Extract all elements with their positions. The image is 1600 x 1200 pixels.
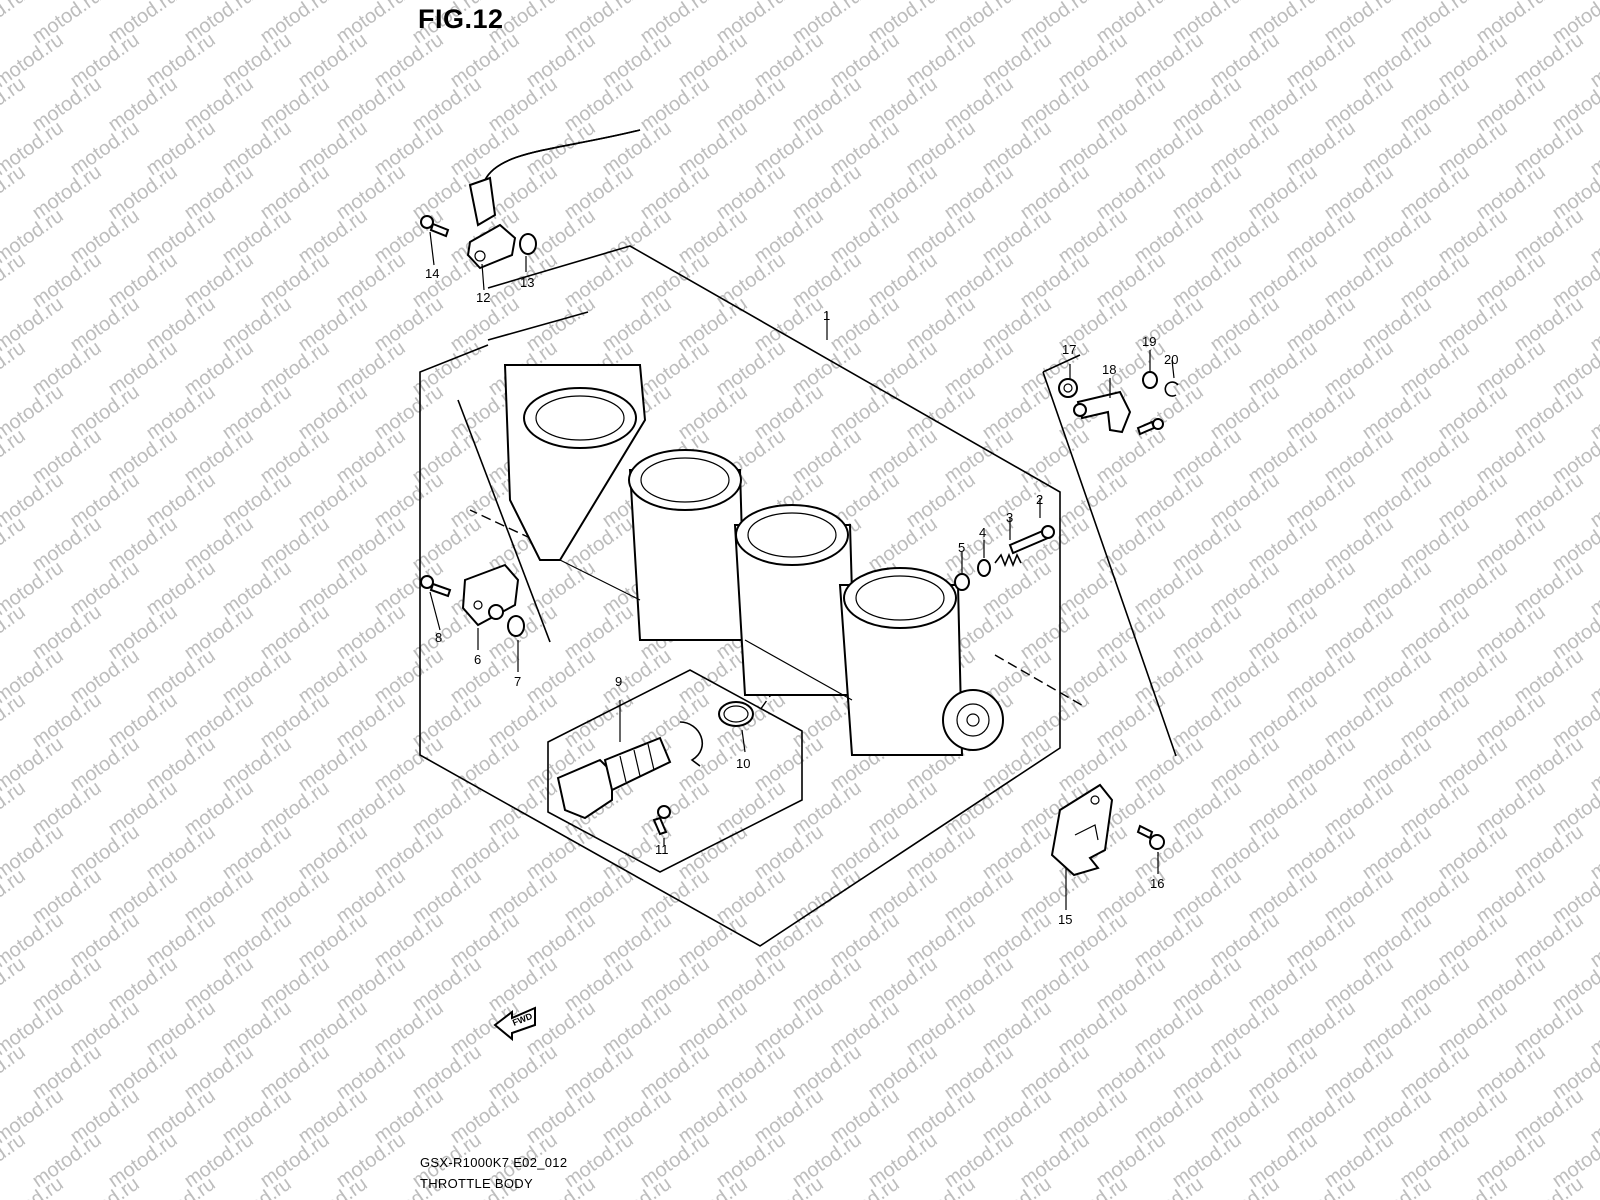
part-number-20: 20 [1164, 352, 1178, 367]
leader-lines [429, 231, 1175, 910]
diagram-section-name: THROTTLE BODY [420, 1176, 533, 1191]
part-number-10: 10 [736, 756, 750, 771]
bolt-icon [1136, 824, 1165, 850]
screw-icon [1008, 525, 1055, 555]
bracket-icon [1050, 783, 1114, 877]
part-number-4: 4 [979, 525, 986, 540]
screw-icon [420, 575, 452, 598]
o-ring-icon [718, 701, 754, 727]
callout-outline-left [457, 399, 551, 643]
part-number-2: 2 [1036, 492, 1043, 507]
part-number-14: 14 [425, 266, 439, 281]
spring-icon [1058, 378, 1078, 398]
o-ring-icon [507, 615, 525, 637]
sensor-box-outline [547, 669, 803, 873]
sensor-icon [466, 129, 641, 270]
part-number-5: 5 [958, 540, 965, 555]
figure-title: FIG.12 [418, 4, 504, 34]
clip-icon [1164, 381, 1179, 397]
axis-line [469, 509, 1086, 711]
callout-outline-right [1042, 354, 1177, 757]
throttle-body-assembly-icon [503, 364, 1004, 756]
screw-icon [420, 215, 450, 238]
part-number-19: 19 [1142, 334, 1156, 349]
part-number-1: 1 [823, 308, 830, 323]
fwd-arrow-icon: FWD [493, 1006, 536, 1042]
assembly-outline [419, 245, 1061, 947]
assembly-outline-inner [487, 311, 589, 341]
part-number-3: 3 [1006, 510, 1013, 525]
washer-icon [1142, 371, 1158, 389]
part-number-9: 9 [615, 674, 622, 689]
spring-icon [994, 552, 1022, 568]
part-number-11: 11 [655, 842, 669, 857]
clip-icon [679, 721, 704, 767]
o-ring-icon [519, 233, 537, 255]
screw-icon [652, 805, 671, 836]
part-number-15: 15 [1058, 912, 1072, 927]
lever-icon [1073, 390, 1132, 434]
part-number-18: 18 [1102, 362, 1116, 377]
part-number-12: 12 [476, 290, 490, 305]
diagram-code: GSX-R1000K7 E02_012 [420, 1155, 568, 1170]
part-number-6: 6 [474, 652, 481, 667]
o-ring-icon [954, 573, 970, 591]
sensor-icon [461, 563, 520, 627]
sensor-assembly-icon [556, 736, 672, 820]
washer-icon [977, 559, 991, 577]
part-number-16: 16 [1150, 876, 1164, 891]
part-number-8: 8 [435, 630, 442, 645]
part-number-13: 13 [520, 275, 534, 290]
part-number-7: 7 [514, 674, 521, 689]
part-number-17: 17 [1062, 342, 1076, 357]
screw-icon [1136, 418, 1164, 436]
